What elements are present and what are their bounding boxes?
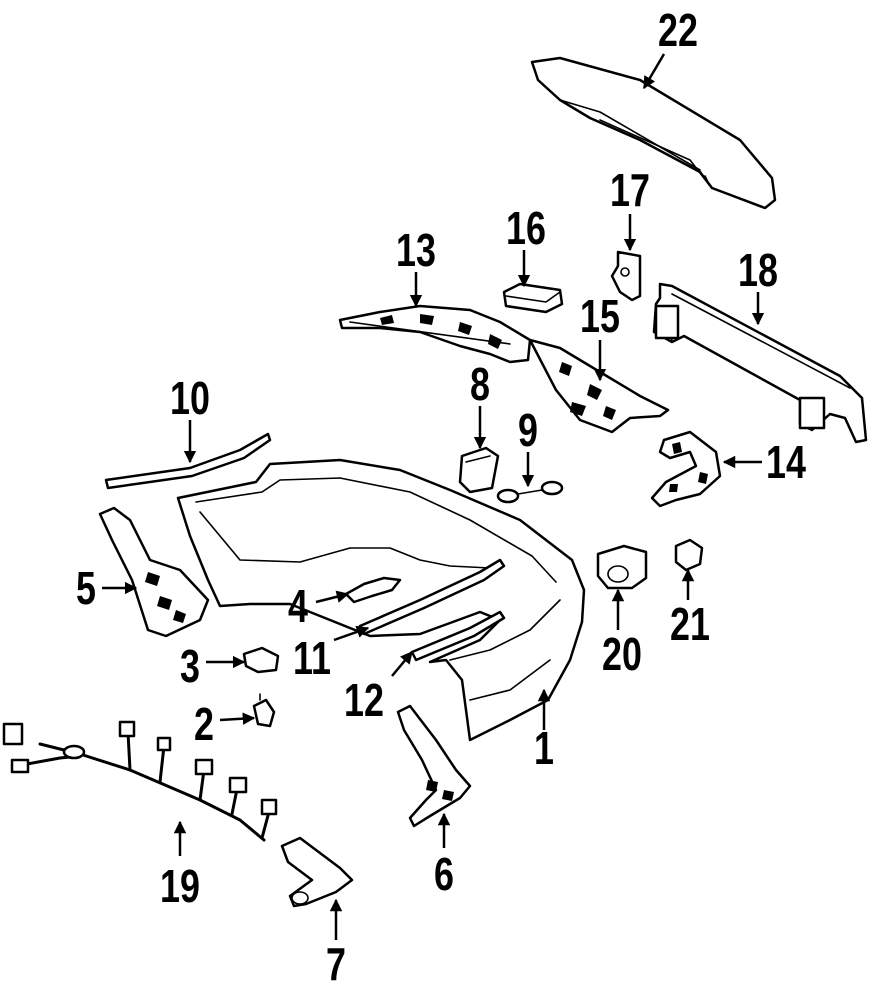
part-8-bracket[interactable] bbox=[458, 446, 500, 494]
part-12-strip[interactable] bbox=[410, 610, 506, 662]
leader-2 bbox=[219, 712, 256, 725]
part-21-sensor-cap[interactable] bbox=[674, 538, 704, 572]
part-19-wiring-harness[interactable] bbox=[2, 720, 278, 842]
callout-1: 1 bbox=[534, 723, 554, 774]
callout-21: 21 bbox=[670, 599, 710, 650]
callout-2: 2 bbox=[194, 699, 214, 750]
part-10-molding[interactable] bbox=[104, 432, 272, 490]
callout-7: 7 bbox=[326, 939, 346, 990]
callout-13: 13 bbox=[396, 225, 436, 276]
part-22-spoiler[interactable] bbox=[530, 56, 777, 210]
part-3-clip[interactable] bbox=[242, 646, 280, 674]
callout-4: 4 bbox=[288, 581, 308, 632]
part-15-absorber[interactable] bbox=[528, 338, 670, 434]
callout-6: 6 bbox=[434, 849, 454, 900]
callout-12: 12 bbox=[344, 675, 384, 726]
callout-10: 10 bbox=[170, 373, 210, 424]
part-17-bracket[interactable] bbox=[610, 250, 642, 302]
leader-12 bbox=[391, 651, 413, 677]
part-13-absorber[interactable] bbox=[338, 304, 532, 364]
leader-4 bbox=[315, 590, 350, 604]
part-4-bracket[interactable] bbox=[344, 576, 402, 604]
callout-19: 19 bbox=[160, 861, 200, 912]
leader-22 bbox=[642, 53, 666, 90]
callout-labels: 22 17 16 13 18 15 8 9 10 14 5 4 11 12 3 … bbox=[76, 5, 806, 990]
callout-8: 8 bbox=[470, 359, 490, 410]
callout-11: 11 bbox=[293, 633, 331, 684]
callout-3: 3 bbox=[180, 641, 200, 692]
part-9-grommets[interactable] bbox=[496, 480, 564, 504]
part-5-bracket[interactable] bbox=[98, 506, 210, 638]
callout-20: 20 bbox=[602, 629, 642, 680]
callout-17: 17 bbox=[610, 165, 650, 216]
part-6-bracket[interactable] bbox=[396, 704, 472, 828]
part-7-bracket[interactable] bbox=[280, 836, 354, 908]
callout-9: 9 bbox=[518, 405, 538, 456]
leader-lines bbox=[102, 53, 765, 940]
callout-5: 5 bbox=[76, 563, 96, 614]
callout-18: 18 bbox=[738, 245, 778, 296]
part-18-reinforcement[interactable] bbox=[652, 282, 868, 444]
callout-22: 22 bbox=[658, 5, 698, 56]
part-16-module[interactable] bbox=[502, 282, 564, 314]
part-14-bracket[interactable] bbox=[650, 430, 722, 508]
part-1-bumper-cover[interactable] bbox=[176, 458, 586, 742]
callout-14: 14 bbox=[766, 437, 806, 488]
part-11-strip[interactable] bbox=[358, 558, 506, 636]
callout-15: 15 bbox=[580, 291, 620, 342]
part-2-fastener[interactable] bbox=[252, 693, 276, 728]
leader-11 bbox=[333, 625, 370, 642]
part-20-sensor[interactable] bbox=[596, 544, 648, 590]
callout-16: 16 bbox=[506, 203, 546, 254]
